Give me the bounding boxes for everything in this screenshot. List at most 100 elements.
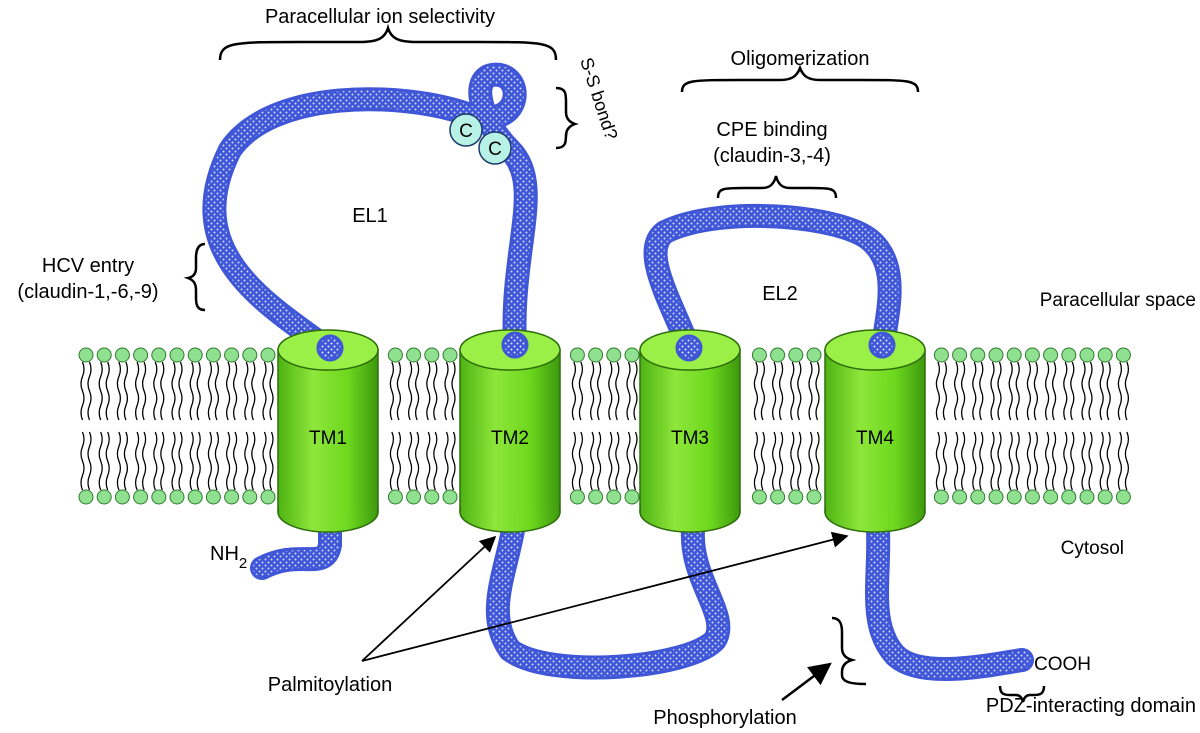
- lipid-head: [96, 489, 112, 505]
- lipid-tail: [608, 431, 613, 491]
- lipid-tail: [589, 361, 595, 421]
- lipid-tail: [596, 431, 602, 491]
- lipid-tail: [87, 361, 92, 421]
- lipid-tail: [1106, 431, 1111, 491]
- lipid-head: [424, 489, 440, 505]
- lipid-tail: [214, 431, 220, 491]
- cysteine-2-circle: [478, 131, 512, 165]
- lipid-head: [1043, 347, 1059, 363]
- lipid-tail: [1033, 361, 1039, 421]
- ss-bond-label: S-S bond?: [576, 55, 621, 142]
- lipid-head: [133, 347, 149, 363]
- cysteine-1-circle: [449, 113, 483, 147]
- lipid-tail: [116, 431, 122, 491]
- lipid-head: [588, 347, 604, 363]
- lipid-head: [569, 347, 585, 363]
- lipid-head: [933, 347, 949, 363]
- lipid-tail: [753, 361, 759, 421]
- lipid-tail: [1026, 431, 1032, 491]
- lipid-tail: [141, 361, 147, 421]
- lipid-tail: [196, 431, 201, 491]
- lipid-tail: [1081, 361, 1086, 421]
- lipid-head: [1115, 347, 1131, 363]
- lipid-tail: [1088, 431, 1093, 491]
- hcv-entry-label-line2: (claudin-1,-6,-9): [17, 281, 158, 303]
- cysteine-2-label: C: [488, 139, 502, 160]
- lipid-tail: [633, 361, 638, 421]
- lipid-tail: [251, 431, 256, 491]
- braces: [183, 23, 1046, 703]
- lipid-tail: [972, 361, 977, 421]
- arrows: [361, 531, 849, 701]
- lipid-tail: [80, 431, 85, 491]
- palmitoylation-arrow-tm4: [361, 531, 849, 662]
- lipid-tail: [262, 431, 267, 491]
- lipid-tail: [953, 431, 959, 491]
- lipid-head: [1079, 347, 1095, 363]
- tm2-label: TM2: [491, 428, 529, 449]
- lipid-tail: [990, 431, 995, 491]
- extracellular-loops: [202, 62, 902, 362]
- lipid-tail: [244, 431, 249, 491]
- lipid-tail: [244, 361, 249, 421]
- lipid-tail: [153, 431, 158, 491]
- lipid-head: [952, 489, 968, 505]
- lipid-head: [151, 489, 167, 505]
- lipid-tail: [171, 361, 176, 421]
- lipid-tail: [778, 361, 784, 421]
- lipid-tail: [1051, 361, 1057, 421]
- lipid-tail: [433, 361, 438, 421]
- lipid-tail: [160, 431, 165, 491]
- lipid-head: [205, 489, 221, 505]
- lipid-tail: [389, 431, 395, 491]
- lipid-tail: [997, 431, 1002, 491]
- lipid-tail: [997, 361, 1002, 421]
- lipid-head: [1024, 347, 1040, 363]
- lipid-tail: [171, 431, 176, 491]
- lipid-tail: [105, 431, 110, 491]
- pdz-domain-label: PDZ-interacting domain: [986, 695, 1196, 717]
- lipid-tail: [1015, 361, 1020, 421]
- lipid-tail: [935, 431, 941, 491]
- oligomerization-label: Oligomerization: [731, 48, 870, 70]
- lipid-tail: [414, 361, 420, 421]
- lipid-tail: [1081, 431, 1086, 491]
- lipid-tail: [414, 431, 420, 491]
- lipid-head: [242, 347, 258, 363]
- lipid-tail: [596, 361, 602, 421]
- lipid-head: [387, 347, 403, 363]
- lipid-head: [1061, 489, 1077, 505]
- lipid-head: [205, 347, 221, 363]
- lipid-tail: [815, 431, 820, 491]
- tm4-label: TM4: [856, 428, 894, 449]
- cytosol-label: Cytosol: [1061, 538, 1124, 559]
- lipid-tail: [123, 431, 129, 491]
- lipid-tail: [451, 361, 456, 421]
- lipid-tail: [1070, 431, 1075, 491]
- lipid-head: [1006, 489, 1022, 505]
- lipid-tail: [1117, 431, 1123, 491]
- lipid-tail: [1124, 361, 1130, 421]
- tm1-helix: TM1: [277, 329, 379, 533]
- tm4-helix: TM4: [824, 329, 926, 533]
- lipid-head: [169, 489, 185, 505]
- lipid-head: [442, 489, 458, 505]
- tm1-label: TM1: [309, 428, 347, 449]
- hcv-entry-label-line1: HCV entry: [42, 255, 134, 277]
- lipid-tail: [1124, 431, 1130, 491]
- lipid-tail: [251, 361, 256, 421]
- lipid-tail: [160, 361, 165, 421]
- lipid-tail: [178, 431, 183, 491]
- lipid-head: [624, 489, 640, 505]
- intracellular-chain: [250, 516, 1034, 682]
- lipid-tail: [626, 361, 631, 421]
- lipid-head: [224, 489, 240, 505]
- lipid-tail: [444, 431, 449, 491]
- lipid-tail: [426, 431, 431, 491]
- lipid-head: [187, 347, 203, 363]
- lipid-head: [1097, 347, 1113, 363]
- palmitoylation-arrow-tm2: [361, 535, 497, 662]
- lipid-head: [1079, 489, 1095, 505]
- lipid-tail: [790, 361, 795, 421]
